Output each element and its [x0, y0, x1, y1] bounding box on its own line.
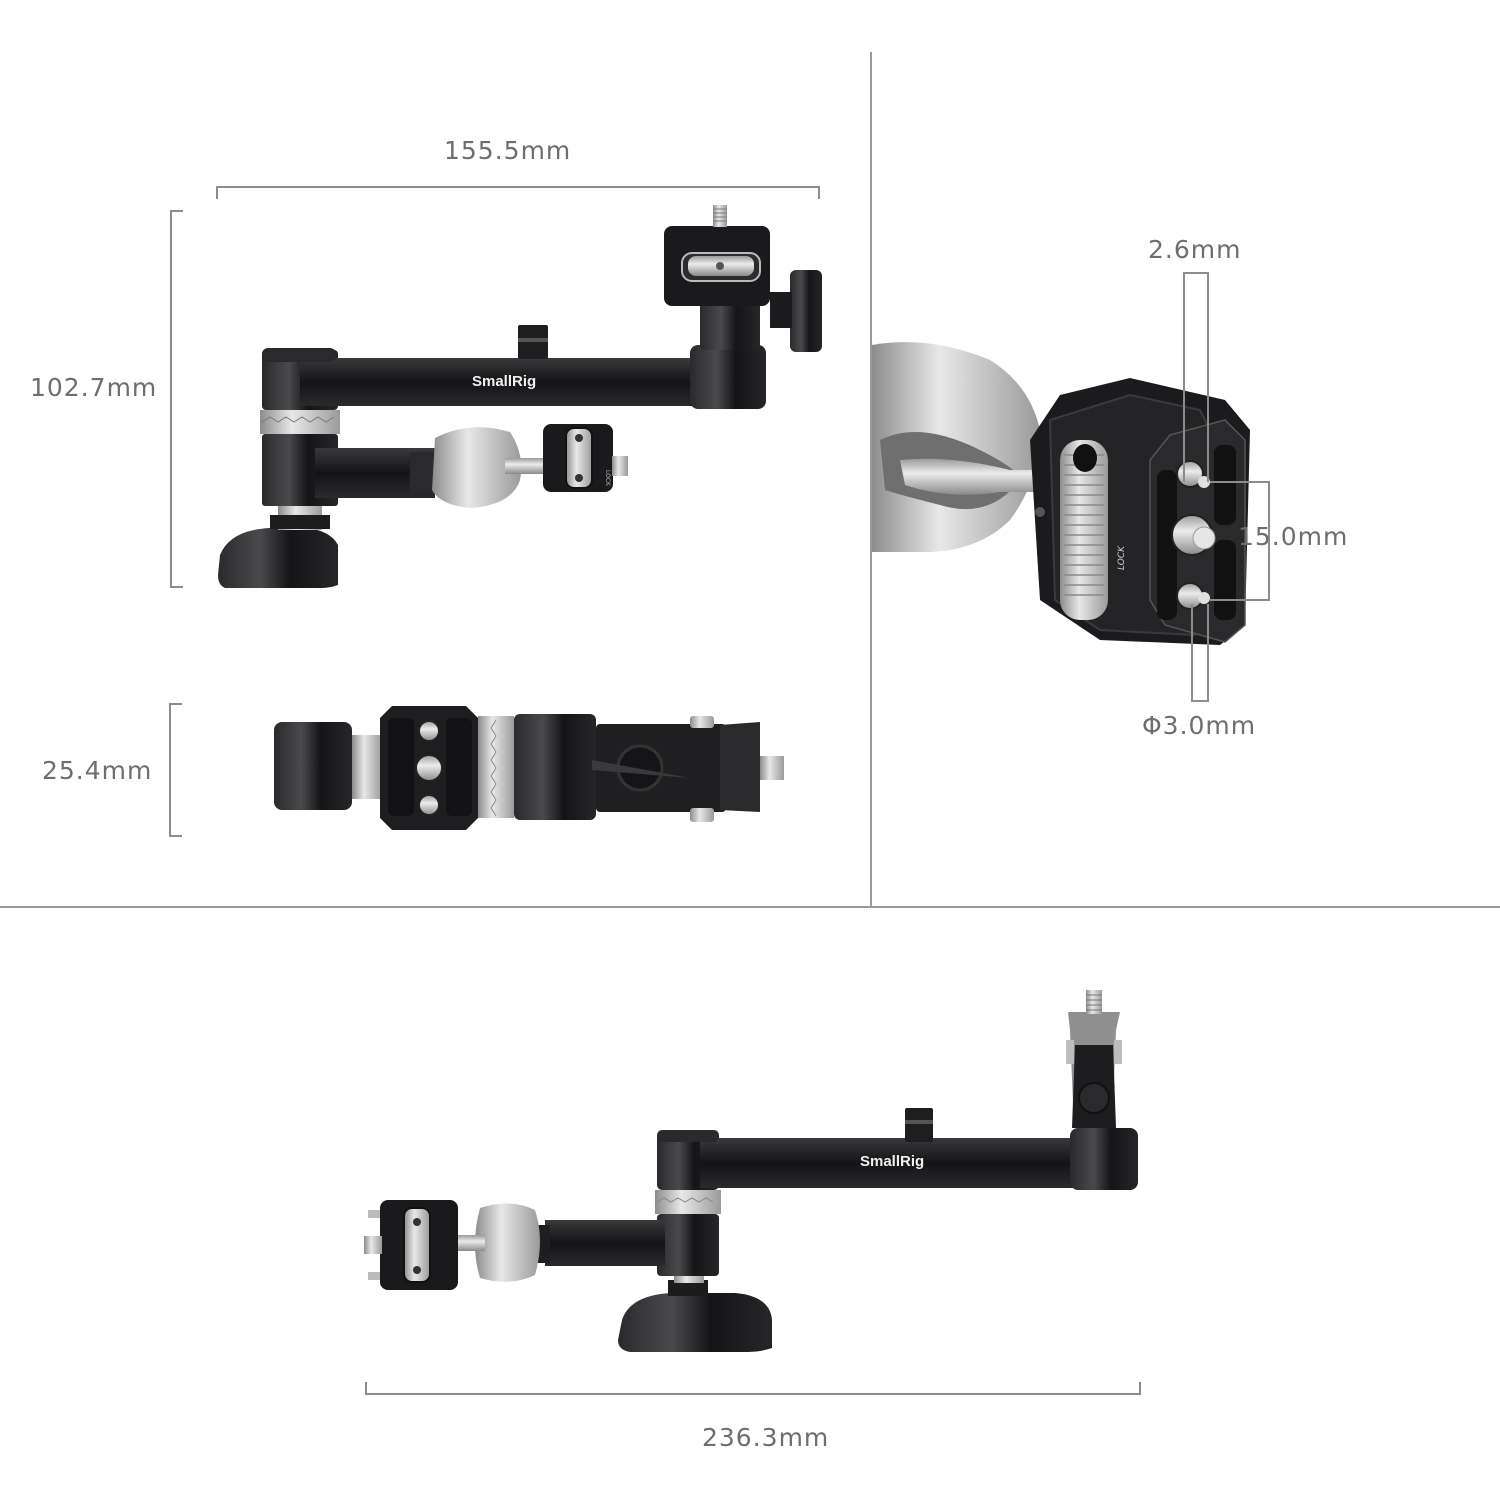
pin-length-line-right [1207, 272, 1209, 482]
length-dimension-tick-right [1139, 1382, 1141, 1395]
width-dimension-tick-left [216, 186, 218, 199]
height-dimension-line [170, 210, 172, 588]
pin-spacing-dimension-label: 15.0mm [1238, 522, 1349, 551]
pin-diameter-line-bottom [1191, 700, 1209, 702]
vertical-panel-divider [870, 52, 872, 908]
pin-spacing-line-top [1210, 481, 1270, 483]
pin-diameter-dimension-label: Φ3.0mm [1142, 711, 1257, 740]
pin-spacing-line-bottom [1210, 599, 1270, 601]
pin-length-line-top [1183, 272, 1209, 274]
pin-diameter-line-right [1207, 604, 1209, 702]
width-dimension-line [216, 186, 820, 188]
pin-diameter-line-left [1191, 604, 1193, 702]
thickness-dimension-line [169, 703, 171, 837]
thickness-dimension-tick-top [169, 703, 182, 705]
height-dimension-label: 102.7mm [30, 373, 158, 402]
pin-spacing-line-right [1268, 481, 1270, 601]
magic-arm-top-view-image [274, 706, 784, 830]
horizontal-panel-divider [0, 906, 1500, 908]
smallrig-logo-bottom: SmallRig [860, 1153, 924, 1170]
svg-text:LOCK: LOCK [604, 470, 611, 487]
pin-length-line-left [1183, 272, 1185, 482]
height-dimension-tick-bottom [170, 586, 183, 588]
length-dimension-line [365, 1393, 1141, 1395]
length-dimension-label: 236.3mm [702, 1423, 830, 1452]
pin-length-dimension-label: 2.6mm [1148, 235, 1242, 264]
svg-text:LOCK: LOCK [1117, 545, 1127, 570]
smallrig-logo: SmallRig [472, 373, 536, 390]
thickness-dimension-tick-bottom [169, 835, 182, 837]
width-dimension-label: 155.5mm [444, 136, 572, 165]
thickness-dimension-label: 25.4mm [42, 756, 153, 785]
height-dimension-tick-top [170, 210, 183, 212]
length-dimension-tick-left [365, 1382, 367, 1395]
magic-arm-side-view-image: LOCK SmallRig [218, 205, 822, 588]
width-dimension-tick-right [818, 186, 820, 199]
